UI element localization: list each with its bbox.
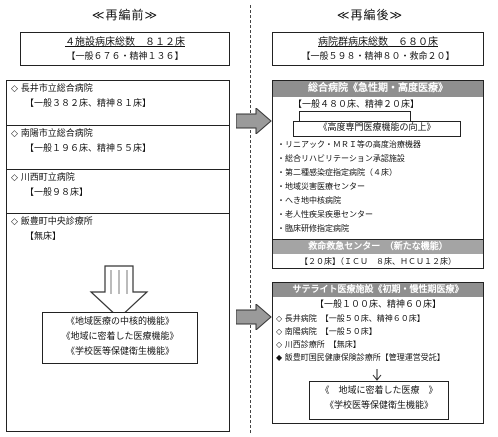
before-facilities-box: ◇ 長井市立総合病院 【一般３８２床、精神８１床】 ◇ 南陽市立総合病院 【一般… <box>6 80 230 432</box>
facility-name: 長井市立総合病院 <box>20 84 93 94</box>
satellite-beds: 【一般１００床、精神６０床】 <box>314 300 441 310</box>
satellite-title: サテライト医療施設《初期・慢性期医療》 <box>273 283 483 297</box>
before-total-sub: 【一般６７６・精神１３６】 <box>66 52 184 62</box>
function-item: 《学校医等保健衛生機能》 <box>324 401 433 411</box>
satellite-box: サテライト医療施設《初期・慢性期医療》 【一般１００床、精神６０床】 ◇ 長井病… <box>272 282 484 424</box>
center-divider <box>250 5 251 433</box>
down-arrow-icon <box>372 369 382 381</box>
facility-item: ◇ 川西町立病院 【一般９８床】 <box>7 169 229 213</box>
satellite-list: ◇ 長井病院 【一般５０床、精神６０床】 ◇ 南陽病院 【一般５０床】 ◇ 川西… <box>273 313 483 363</box>
diamond-icon: ◇ <box>11 129 21 139</box>
facility-name: 飯豊町中央診療所 <box>20 217 93 227</box>
general-hospital-beds: 【一般４８０床、精神２０床】 <box>293 100 420 110</box>
satellite-functions-box: 《 地域に密着した医療 》 《学校医等保健衛生機能》 <box>309 381 449 420</box>
list-item: 総合リハビリテーション承認施設 <box>277 153 421 164</box>
diamond-outline-icon: ◇ <box>276 340 283 349</box>
diamond-icon: ◇ <box>11 84 21 94</box>
facility-name: 南陽市立総合病院 <box>20 129 93 139</box>
facility-beds: 【一般９８床】 <box>25 188 89 198</box>
feature-list: リニアック・ＭＲＩ等の高度治療機器 総合リハビリテーション承認施設 第二種感染症… <box>277 139 421 234</box>
function-item: 《地域医療の中核的機能》 <box>65 317 174 327</box>
before-total-box: ４施設病床総数 ８１２床 【一般６７６・精神１３６】 <box>20 32 230 66</box>
list-item: ◇ 川西診療所 【無床】 <box>276 340 361 349</box>
right-arrow-icon <box>236 108 272 134</box>
list-item: 地域災害医療センター <box>277 181 421 192</box>
focus-box: 《高度専門医療機能の向上》 <box>293 121 461 137</box>
list-item: 臨床研修指定病院 <box>277 223 421 234</box>
before-functions-box: 《地域医療の中核的機能》 《地域に密着した医療機能》 《学校医等保健衛生機能》 <box>42 312 198 364</box>
function-item: 《学校医等保健衛生機能》 <box>65 347 174 357</box>
list-item: ◇ 南陽病院 【一般５０床】 <box>276 327 377 336</box>
facility-beds: 【一般３８２床、精神８１床】 <box>25 99 152 109</box>
connector-line <box>299 111 411 124</box>
before-total-title: ４施設病床総数 ８１２床 <box>65 37 185 48</box>
diamond-icon: ◇ <box>11 173 21 183</box>
diamond-icon: ◇ <box>11 217 21 227</box>
header-after: ≪再編後≫ <box>336 8 404 22</box>
right-arrow-icon <box>236 304 272 330</box>
list-item: へき地中核病院 <box>277 195 421 206</box>
general-hospital-title: 総合病院《急性期・高度医療》 <box>273 81 483 97</box>
after-total-box: 病院群病床総数 ６８０床 【一般５９８・精神８０・救命２０】 <box>272 32 484 66</box>
emergency-center-title: 救命救急センター （新たな機能） <box>273 240 483 254</box>
list-item: ◆ 飯豊町国民健康保険診療所【管理運営受託】 <box>276 353 445 362</box>
diamond-outline-icon: ◇ <box>276 327 283 336</box>
down-arrow-icon <box>89 265 149 319</box>
emergency-center-box: 救命救急センター （新たな機能） 【２０床】（ＩＣＵ ８床、ＨＣＵ１２床） <box>272 239 484 269</box>
facility-beds: 【無床】 <box>25 232 62 242</box>
facility-item: ◇ 南陽市立総合病院 【一般１９６床、精神５５床】 <box>7 125 229 169</box>
list-item: リニアック・ＭＲＩ等の高度治療機器 <box>277 139 421 150</box>
after-total-title: 病院群病床総数 ６８０床 <box>318 37 438 48</box>
after-total-sub: 【一般５９８・精神８０・救命２０】 <box>301 52 455 62</box>
function-item: 《 地域に密着した医療 》 <box>320 386 438 396</box>
facility-beds: 【一般１９６床、精神５５床】 <box>25 144 152 154</box>
diamond-outline-icon: ◇ <box>276 314 283 323</box>
diamond-filled-icon: ◆ <box>276 353 283 362</box>
facility-item: ◇ 長井市立総合病院 【一般３８２床、精神８１床】 <box>7 81 229 125</box>
function-item: 《地域に密着した医療機能》 <box>61 332 179 342</box>
header-before: ≪再編前≫ <box>91 8 159 22</box>
list-item: 老人性疾呆疾患センター <box>277 209 421 220</box>
emergency-center-beds: 【２０床】（ＩＣＵ ８床、ＨＣＵ１２床） <box>300 257 456 266</box>
list-item: 第二種感染症指定病院（４床） <box>277 167 421 178</box>
list-item: ◇ 長井病院 【一般５０床、精神６０床】 <box>276 314 425 323</box>
facility-item: ◇ 飯豊町中央診療所 【無床】 <box>7 213 229 431</box>
facility-name: 川西町立病院 <box>20 173 75 183</box>
general-hospital-box: 総合病院《急性期・高度医療》 【一般４８０床、精神２０床】 《高度専門医療機能の… <box>272 80 484 268</box>
